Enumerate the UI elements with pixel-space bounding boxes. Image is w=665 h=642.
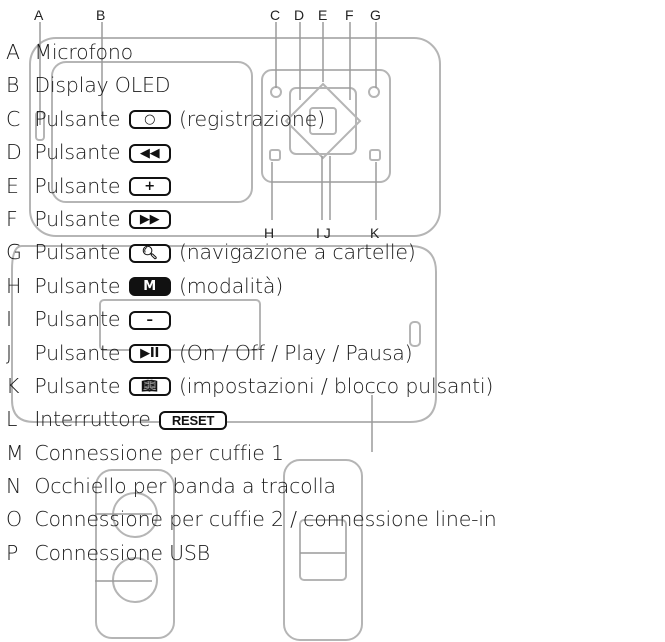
legend-key: A (6, 40, 20, 64)
legend-after: (impostazioni / blocco pulsanti) (178, 373, 494, 398)
search-icon: 🔍︎ (128, 243, 171, 263)
callout-letters-top: A B C D E F G (34, 7, 381, 23)
legend-key: I (6, 307, 12, 332)
legend-key: K (6, 373, 20, 398)
device-back (11, 245, 437, 423)
legend-item-f: F Pulsante ▶▶ (6, 203, 665, 236)
legend-text: Pulsante (34, 340, 121, 365)
legend-item-o: O Connessione per cuffie 2 / connessione… (6, 503, 665, 536)
legend-item-j: J Pulsante ▶II (On / Off / Play / Pausa) (6, 337, 665, 370)
legend-key: O (6, 507, 22, 532)
legend-text: Microfono (34, 40, 133, 64)
minus-icon: – (128, 310, 171, 330)
reset-icon: RESET (159, 410, 228, 430)
legend-item-e: E Pulsante + (6, 170, 665, 203)
callout-d: D (294, 7, 304, 23)
legend-item-d: D Pulsante ◀◀ (6, 136, 665, 169)
plus-icon: + (128, 177, 171, 197)
legend-item-i: I Pulsante – (6, 303, 665, 336)
legend-text: Occhiello per banda a tracolla (34, 474, 336, 499)
legend-text: Pulsante (34, 240, 121, 265)
record-icon: ○ (128, 110, 171, 130)
legend-key: C (6, 106, 21, 131)
legend-text: Interruttore (34, 407, 151, 432)
leader-lines (39, 22, 377, 582)
callout-ij: I J (316, 225, 331, 241)
legend-key: D (6, 140, 22, 165)
callout-f: F (345, 7, 354, 23)
legend-item-b: B Display OLED (6, 69, 665, 102)
legend-after: (modalità) (178, 273, 284, 298)
legend-text: Connessione per cuffie 2 / connessione l… (34, 507, 497, 532)
legend-after: (On / Off / Play / Pausa) (178, 340, 413, 365)
legend-after: (navigazione a cartelle) (178, 240, 416, 265)
legend-key: B (6, 73, 20, 98)
legend-text: Pulsante (34, 206, 121, 231)
legend-text: Pulsante (34, 173, 121, 198)
rewind-icon: ◀◀ (128, 143, 171, 163)
legend-text: Pulsante (34, 106, 121, 131)
legend-key: F (6, 206, 18, 231)
legend-key: M (6, 440, 24, 465)
fast-forward-icon: ▶▶ (128, 210, 171, 230)
legend-item-a: A Microfono (6, 36, 665, 69)
legend-text: Pulsante (34, 373, 121, 398)
legend-key: L (6, 407, 18, 432)
callout-e: E (318, 7, 327, 23)
legend-item-h: H Pulsante M (modalità) (6, 270, 665, 303)
legend-key: P (6, 540, 19, 565)
legend-item-p: P Connessione USB (6, 537, 665, 570)
legend-item-k: K Pulsante 📖︎ (impostazioni / blocco pul… (6, 370, 665, 403)
book-icon: 📖︎ (128, 377, 171, 397)
legend-text: Pulsante (34, 140, 121, 165)
callout-c: C (270, 7, 280, 23)
legend-text: Connessione USB (34, 540, 210, 565)
mode-icon: M (128, 277, 171, 297)
legend-key: E (6, 173, 19, 198)
callout-a: A (34, 7, 44, 23)
legend-text: Display OLED (34, 73, 171, 98)
legend-text: Pulsante (34, 307, 121, 332)
legend-text: Pulsante (34, 273, 121, 298)
legend-item-n: N Occhiello per banda a tracolla (6, 470, 665, 503)
legend-list: A Microfono B Display OLED C Pulsante ○ … (6, 36, 665, 570)
callout-k: K (370, 225, 380, 241)
legend-text: Connessione per cuffie 1 (34, 440, 284, 465)
legend-item-m: M Connessione per cuffie 1 (6, 437, 665, 470)
legend-key: H (6, 273, 22, 298)
device-bottom (95, 459, 363, 641)
callout-b: B (96, 7, 105, 23)
legend-item-g: G Pulsante 🔍︎ (navigazione a cartelle) (6, 236, 665, 269)
legend-item-c: C Pulsante ○ (registrazione) (6, 103, 665, 136)
legend-key: J (6, 340, 12, 365)
legend-item-l: L Interruttore RESET (6, 403, 665, 436)
callout-g: G (370, 7, 381, 23)
callout-letters-mid: H I J K (264, 225, 380, 241)
callout-h: H (264, 225, 274, 241)
legend-key: G (6, 240, 22, 265)
legend-key: N (6, 474, 22, 499)
legend-after: (registrazione) (178, 106, 325, 131)
play-pause-icon: ▶II (128, 344, 171, 364)
